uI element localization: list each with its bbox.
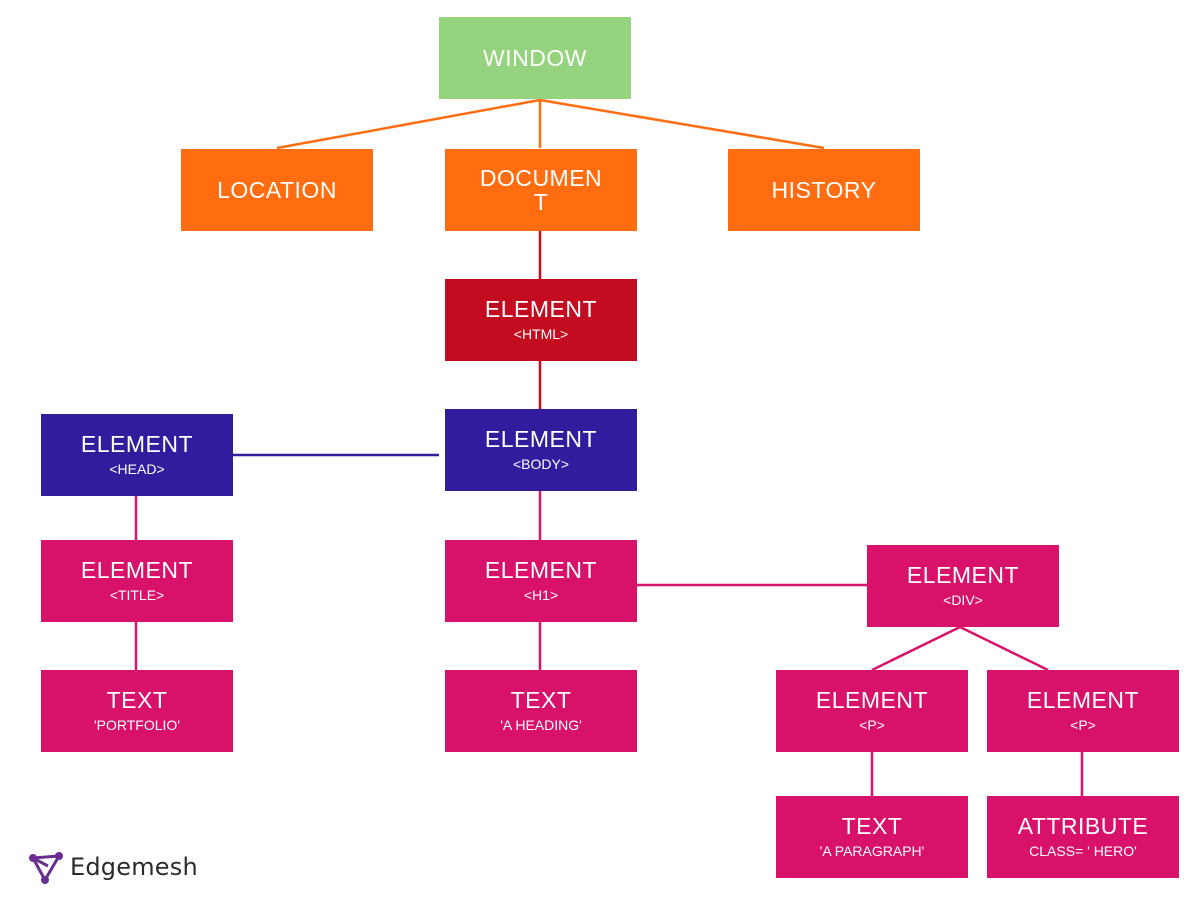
node-label: WINDOW <box>483 45 587 71</box>
node-label: DOCUMENT <box>479 165 603 215</box>
node-label: TEXT <box>841 813 903 839</box>
edgemesh-logo-icon <box>29 852 63 884</box>
node-label: TEXT <box>510 687 572 713</box>
node-label: ELEMENT <box>906 562 1020 588</box>
node-element-body: ELEMENT <BODY> <box>445 409 637 491</box>
node-text-portfolio: TEXT 'PORTFOLIO' <box>41 670 233 752</box>
node-sublabel: <TITLE> <box>109 587 165 603</box>
node-sublabel: <HEAD> <box>109 461 165 477</box>
node-label: ELEMENT <box>815 687 929 713</box>
node-text-paragraph: TEXT 'A PARAGRAPH' <box>776 796 968 878</box>
node-label: ELEMENT <box>484 296 598 322</box>
node-sublabel: <HTML> <box>513 326 569 342</box>
node-label: ELEMENT <box>80 557 194 583</box>
node-label: ELEMENT <box>484 557 598 583</box>
brand-name: Edgemesh <box>70 853 198 881</box>
node-label: ELEMENT <box>80 431 194 457</box>
node-sublabel: 'A HEADING' <box>500 717 582 733</box>
node-element-div: ELEMENT <DIV> <box>867 545 1059 627</box>
node-element-title: ELEMENT <TITLE> <box>41 540 233 622</box>
node-attribute-class: ATTRIBUTE CLASS= ' HERO' <box>987 796 1179 878</box>
node-sublabel: <P> <box>859 717 885 733</box>
node-sublabel: 'A PARAGRAPH' <box>819 843 925 859</box>
node-label: TEXT <box>106 687 168 713</box>
node-location: LOCATION <box>181 149 373 231</box>
node-element-p-2: ELEMENT <P> <box>987 670 1179 752</box>
node-label: ELEMENT <box>1026 687 1140 713</box>
brand-logo: Edgemesh <box>28 850 198 884</box>
node-sublabel: <DIV> <box>943 592 983 608</box>
node-element-head: ELEMENT <HEAD> <box>41 414 233 496</box>
node-element-p-1: ELEMENT <P> <box>776 670 968 752</box>
node-label: HISTORY <box>771 177 877 203</box>
node-label: ATTRIBUTE <box>1017 813 1149 839</box>
connector-div-p2 <box>959 625 1049 672</box>
node-sublabel: 'PORTFOLIO' <box>94 717 180 733</box>
node-sublabel: CLASS= ' HERO' <box>1029 843 1137 859</box>
node-document: DOCUMENT <box>445 149 637 231</box>
node-element-h1: ELEMENT <H1> <box>445 540 637 622</box>
node-label: ELEMENT <box>484 426 598 452</box>
node-window: WINDOW <box>439 17 631 99</box>
connector-div-p1 <box>871 625 961 672</box>
connector-window-location <box>276 98 541 150</box>
node-sublabel: <BODY> <box>512 456 570 472</box>
node-label: LOCATION <box>217 177 337 203</box>
node-history: HISTORY <box>728 149 920 231</box>
node-sublabel: <H1> <box>523 587 559 603</box>
connector-window-history <box>539 98 825 150</box>
node-text-heading: TEXT 'A HEADING' <box>445 670 637 752</box>
node-sublabel: <P> <box>1070 717 1096 733</box>
node-element-html: ELEMENT <HTML> <box>445 279 637 361</box>
